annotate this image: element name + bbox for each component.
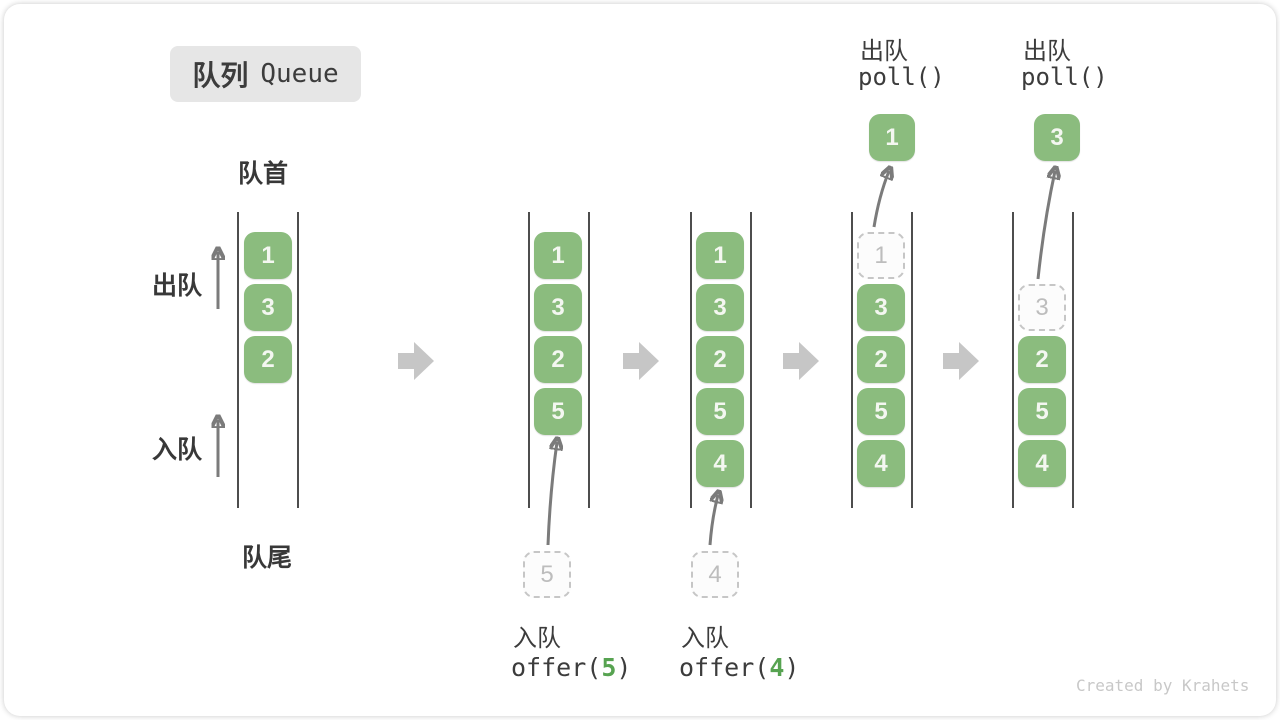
label-queue-rear: 队尾 xyxy=(242,544,293,572)
op-label-dequeue-1: 出队 xyxy=(860,38,908,65)
flow-arrow-stem xyxy=(783,353,800,369)
label-dequeue-side: 出队 xyxy=(152,272,203,300)
element-value: 4 xyxy=(874,449,888,477)
flow-arrow-head xyxy=(959,342,979,380)
label-enqueue-side: 入队 xyxy=(152,436,203,464)
element-value: 1 xyxy=(261,241,275,269)
element-value: 5 xyxy=(551,397,565,425)
polled-element: 1 xyxy=(869,114,915,161)
queue-element: 2 xyxy=(244,336,292,383)
queue-element: 3 xyxy=(696,284,744,331)
element-value: 2 xyxy=(1035,345,1049,373)
queue-wall xyxy=(588,212,590,508)
queue-wall xyxy=(1072,212,1074,508)
queue-element: 2 xyxy=(696,336,744,383)
flow-arrow-icon xyxy=(783,342,819,380)
queue-element: 3 xyxy=(857,284,905,331)
element-value: 2 xyxy=(713,345,727,373)
queue-element: 2 xyxy=(857,336,905,383)
flow-arrow-stem xyxy=(943,353,960,369)
queue-wall xyxy=(528,212,530,508)
queue-element: 2 xyxy=(534,336,582,383)
queue-wall xyxy=(750,212,752,508)
element-value: 5 xyxy=(713,397,727,425)
queue-element: 2 xyxy=(1018,336,1066,383)
watermark: Created by Krahets xyxy=(1076,676,1250,695)
title-en: Queue xyxy=(260,59,339,89)
flow-arrow-stem xyxy=(398,353,415,369)
queue-element: 5 xyxy=(1018,388,1066,435)
code-arg: 5 xyxy=(601,653,617,682)
op-code-poll1: poll() xyxy=(858,63,945,91)
queue-element: 1 xyxy=(534,232,582,279)
flow-arrow-head xyxy=(414,342,434,380)
label-queue-front: 队首 xyxy=(238,160,289,188)
flow-arrow-icon xyxy=(398,342,434,380)
incoming-element-ghost: 4 xyxy=(691,551,739,598)
element-value: 3 xyxy=(713,293,727,321)
element-value: 3 xyxy=(874,293,888,321)
queue-element: 4 xyxy=(857,440,905,487)
code-text: ) xyxy=(616,653,632,682)
element-value: 4 xyxy=(713,449,727,477)
element-value: 2 xyxy=(261,345,275,373)
code-text: offer( xyxy=(511,653,602,682)
element-value: 4 xyxy=(1035,449,1049,477)
queue-element: 3 xyxy=(534,284,582,331)
op-code-offer4: offer(4) xyxy=(679,653,799,682)
op-code-poll3: poll() xyxy=(1021,63,1108,91)
element-value: 1 xyxy=(713,241,727,269)
queue-element: 4 xyxy=(696,440,744,487)
queue-wall xyxy=(237,212,239,508)
element-value: 3 xyxy=(551,293,565,321)
flow-arrow-head xyxy=(639,342,659,380)
element-value: 1 xyxy=(885,123,899,151)
flow-arrow-icon xyxy=(943,342,979,380)
queue-element: 4 xyxy=(1018,440,1066,487)
code-arg: 4 xyxy=(769,653,785,682)
element-value: 5 xyxy=(540,560,554,588)
queue-element: 5 xyxy=(857,388,905,435)
queue-element: 1 xyxy=(696,232,744,279)
code-text: ) xyxy=(784,653,800,682)
flow-arrow-icon xyxy=(623,342,659,380)
title-zh: 队列 xyxy=(192,60,249,91)
queue-element: 1 xyxy=(244,232,292,279)
op-label-enqueue-1: 入队 xyxy=(513,625,561,652)
queue-element: 5 xyxy=(534,388,582,435)
element-value: 5 xyxy=(874,397,888,425)
op-label-dequeue-2: 出队 xyxy=(1023,38,1071,65)
element-value: 3 xyxy=(1050,123,1064,151)
element-value: 2 xyxy=(874,345,888,373)
queue-wall xyxy=(851,212,853,508)
code-text: offer( xyxy=(679,653,770,682)
polled-element: 3 xyxy=(1034,114,1080,161)
element-value: 1 xyxy=(874,241,888,269)
removed-element-ghost: 1 xyxy=(857,232,905,279)
incoming-element-ghost: 5 xyxy=(523,551,571,598)
removed-element-ghost: 3 xyxy=(1018,284,1066,331)
queue-element: 3 xyxy=(244,284,292,331)
queue-wall xyxy=(911,212,913,508)
flow-arrow-head xyxy=(799,342,819,380)
element-value: 4 xyxy=(708,560,722,588)
queue-wall xyxy=(297,212,299,508)
op-code-offer5: offer(5) xyxy=(511,653,631,682)
queue-element: 5 xyxy=(696,388,744,435)
element-value: 2 xyxy=(551,345,565,373)
title-badge: 队列 Queue xyxy=(170,46,361,102)
queue-wall xyxy=(690,212,692,508)
element-value: 1 xyxy=(551,241,565,269)
element-value: 3 xyxy=(1035,293,1049,321)
flow-arrow-stem xyxy=(623,353,640,369)
op-label-enqueue-2: 入队 xyxy=(681,625,729,652)
element-value: 5 xyxy=(1035,397,1049,425)
queue-wall xyxy=(1012,212,1014,508)
element-value: 3 xyxy=(261,293,275,321)
